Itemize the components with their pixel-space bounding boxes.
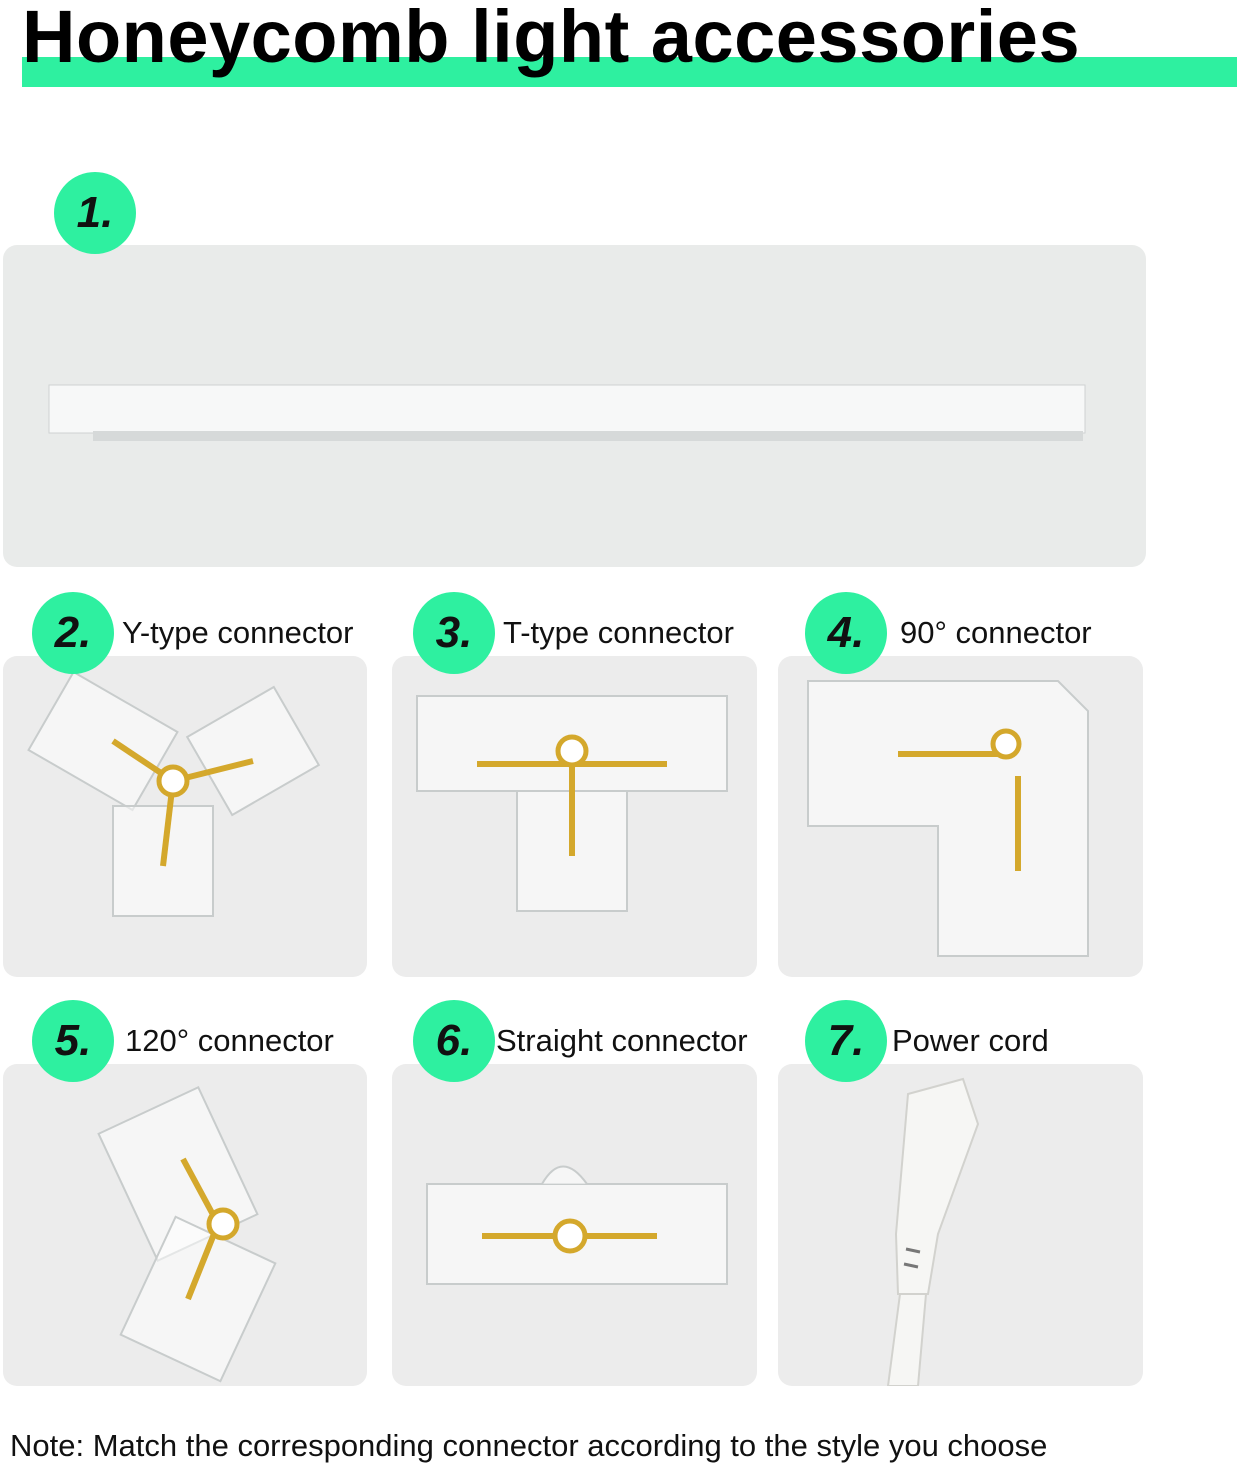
note-text: Note: Match the corresponding connector … bbox=[10, 1428, 1048, 1463]
light-tube-photo bbox=[3, 245, 1146, 567]
item-number-badge: 3. bbox=[413, 592, 495, 674]
120-degree-connector-photo bbox=[3, 1064, 367, 1386]
item-number-badge: 6. bbox=[413, 1000, 495, 1082]
item-label: Y-type connector bbox=[122, 615, 354, 650]
item-number-badge: 2. bbox=[32, 592, 114, 674]
page-title: Honeycomb light accessories bbox=[22, 0, 1081, 78]
item-number-badge: 7. bbox=[805, 1000, 887, 1082]
t-connector-photo bbox=[392, 656, 757, 977]
item-number-badge: 4. bbox=[805, 592, 887, 674]
title-highlight bbox=[22, 57, 1237, 87]
item-label: Straight connector bbox=[496, 1023, 748, 1058]
item-number-badge: 1. bbox=[54, 172, 136, 254]
90-degree-connector-photo bbox=[778, 656, 1143, 977]
item-number-badge: 5. bbox=[32, 1000, 114, 1082]
item-label: T-type connector bbox=[503, 615, 734, 650]
y-connector-photo bbox=[3, 656, 367, 977]
power-cord-photo bbox=[778, 1064, 1143, 1386]
item-label: Power cord bbox=[892, 1023, 1049, 1058]
item-label: 120° connector bbox=[125, 1023, 334, 1058]
item-label: 90° connector bbox=[900, 615, 1092, 650]
straight-connector-photo bbox=[392, 1064, 757, 1386]
